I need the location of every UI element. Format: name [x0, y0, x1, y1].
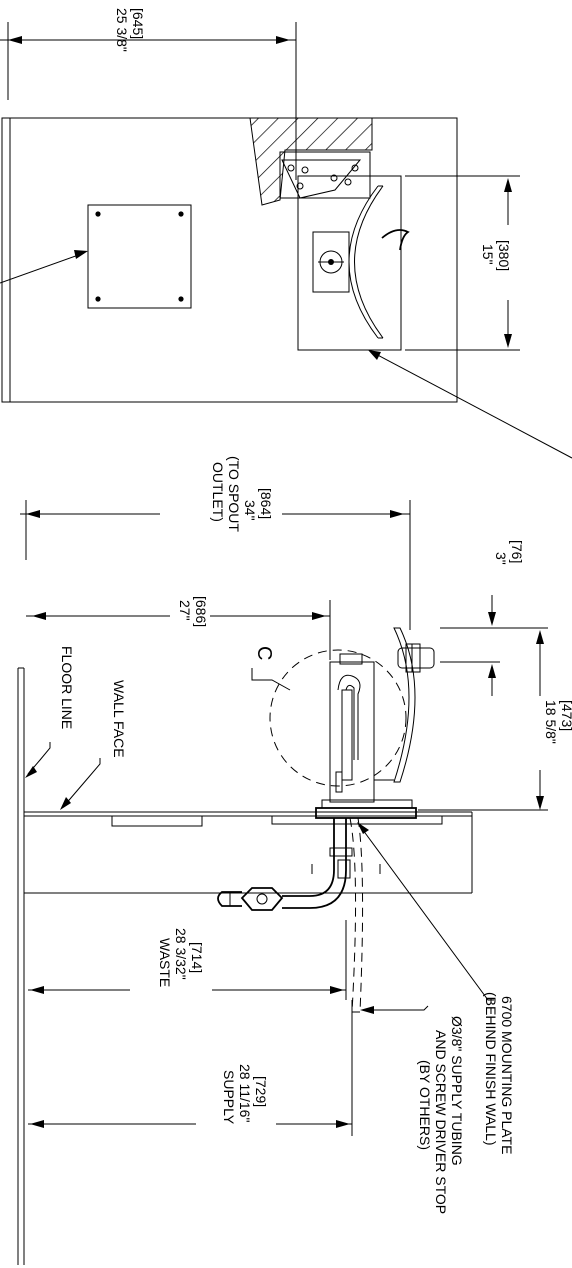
dim-spout-metric: [864]: [258, 488, 274, 519]
detail-c-circle: [269, 649, 407, 787]
dim-supply-imperial: 28 11/16": [237, 1064, 253, 1122]
bowl-leader: [371, 351, 572, 459]
dim-projection-metric: [473]: [559, 700, 572, 731]
dim-supply-label: SUPPLY: [221, 1070, 237, 1125]
wall-panel-outline: [1, 117, 458, 403]
bowl-side: [393, 627, 416, 783]
fountain-bowl-box: [297, 175, 402, 351]
dim-body-metric: [686]: [193, 596, 209, 627]
mounting-plate-leader: [359, 825, 494, 1001]
dim-waste-imperial: 28 3/32": [173, 928, 189, 980]
detail-c-label: C: [253, 646, 275, 660]
dim-bowl-380: [380] 15": [405, 175, 520, 351]
dim-waste-label: WASTE: [157, 938, 173, 987]
supply-tubing-label-3: (BY OTHERS): [417, 1060, 433, 1150]
fountain-column: [329, 661, 375, 803]
dim-bowl-imperial: 15": [480, 244, 496, 265]
dim-body-imperial: 27": [177, 600, 193, 621]
valve-body-top: [312, 231, 350, 293]
dim-offset-metric: [76]: [509, 540, 525, 563]
supply-tubing-label-1: Ø3/8" SUPPLY TUBING: [449, 1016, 465, 1166]
supply-tubing: [349, 817, 364, 1013]
dim-spout-height-864: [864] 34" (TO SPOUT OUTLET): [20, 456, 411, 630]
side-view: [864] 34" (TO SPOUT OUTLET) [686] 27" [7…: [17, 456, 572, 1265]
dim-waste-714: [714] 28 3/32" WASTE: [28, 920, 347, 1000]
dim-spout-note-1: (TO SPOUT: [226, 456, 242, 532]
supply-tubing-label-2: AND SCREW DRIVER STOP: [433, 1030, 449, 1214]
spout-bubbler: [397, 643, 435, 673]
mounting-plate-label-1: 6700 MOUNTING PLATE: [499, 996, 515, 1154]
spout-top: [381, 229, 410, 251]
wall-face-label: WALL FACE: [111, 680, 127, 758]
wall-hatch-section: [249, 117, 373, 206]
waste-pipe: [217, 818, 347, 911]
floor-line-label: FLOOR LINE: [59, 646, 75, 729]
access-panel: [87, 204, 192, 309]
dim-projection-imperial: 18 5/8": [543, 700, 559, 744]
access-panel-leader: [0, 252, 85, 284]
internal-valve: [337, 674, 361, 781]
dim-width-imperial: 25 3/8": [114, 8, 130, 52]
dim-body-height-686: [686] 27": [26, 596, 331, 660]
dim-supply-metric: [729]: [253, 1076, 269, 1107]
bowl-outline: [348, 185, 379, 339]
wall-section: [24, 811, 473, 894]
mounting-plate-label-2: (BEHIND FINISH WALL): [483, 992, 499, 1146]
mounting-bracket-top: [279, 150, 371, 199]
dim-bowl-metric: [380]: [496, 240, 512, 271]
supply-tubing-leader: [364, 1005, 429, 1011]
dim-offset-imperial: 3": [493, 552, 509, 565]
dim-width-645: [645] 25 3/8": [0, 8, 297, 160]
top-view: [645] 25 3/8": [0, 8, 572, 459]
dim-supply-729: [729] 28 11/16" SUPPLY: [28, 1000, 353, 1136]
dim-waste-metric: [714]: [189, 942, 205, 973]
dim-projection-473: [473] 18 5/8": [418, 630, 572, 811]
dim-spout-offset-76: [76] 3": [440, 540, 548, 696]
dim-width-metric: [645]: [130, 8, 146, 39]
dim-spout-imperial: 34": [242, 500, 258, 521]
dim-spout-note-2: OUTLET): [210, 462, 226, 522]
